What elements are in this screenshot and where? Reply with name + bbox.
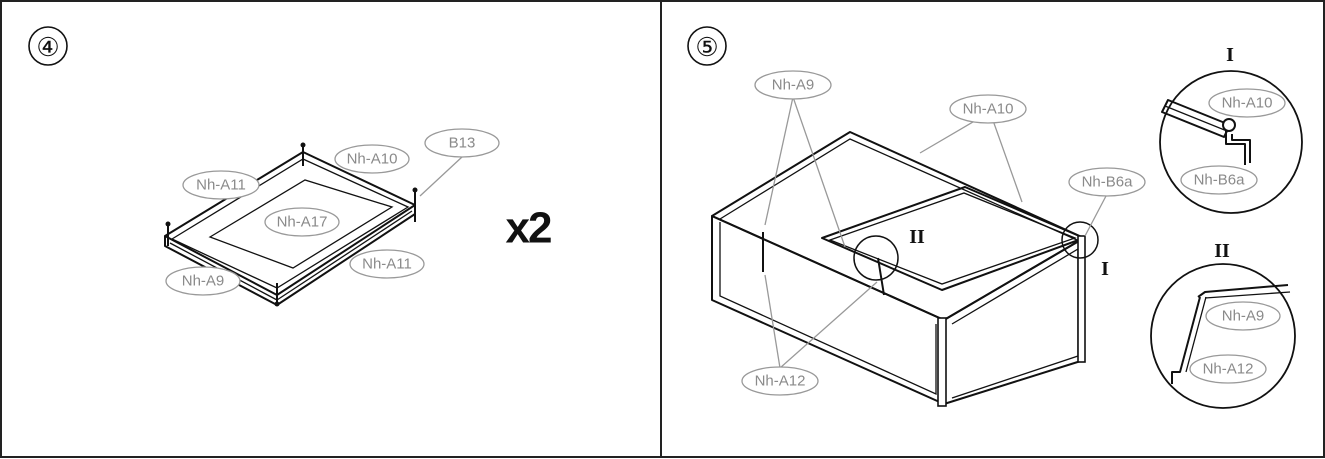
svg-text:Nh-A11: Nh-A11 — [196, 177, 246, 194]
detail-i-bracket — [1225, 131, 1246, 165]
opened-lid-inner — [828, 192, 1077, 285]
detail-i-hinge — [1222, 118, 1236, 132]
bolt-head — [274, 301, 280, 307]
svg-text:Nh-A10: Nh-A10 — [347, 151, 398, 168]
detail-ii-support-arm — [1171, 296, 1201, 384]
callout-nh-b6a: Nh-B6a — [1068, 167, 1146, 197]
detail-i: I Nh-A10 Nh-B6a — [1159, 44, 1303, 214]
svg-text:Nh-A17: Nh-A17 — [277, 214, 328, 231]
svg-text:Nh-B6a: Nh-B6a — [1082, 174, 1134, 191]
quantity-multiplier: x2 — [506, 204, 551, 253]
callout-nh-a9: Nh-A9 — [754, 70, 832, 100]
bolt-head — [165, 221, 171, 227]
bolt-head — [300, 142, 306, 148]
detail-i-bracket-2 — [1231, 134, 1251, 163]
support-arm — [877, 257, 885, 296]
detail-ii-lid-inner — [1204, 291, 1291, 299]
detail-ii-title: II — [1214, 240, 1230, 262]
svg-text:Nh-A11: Nh-A11 — [362, 256, 412, 273]
svg-text:Nh-A10: Nh-A10 — [963, 101, 1014, 118]
svg-text:Nh-A9: Nh-A9 — [772, 77, 815, 94]
detail-ii-lid-edge — [1197, 284, 1289, 298]
leader-b13 — [419, 156, 463, 197]
step-4-number: ④ — [36, 32, 59, 62]
detail-marker-i — [1061, 221, 1099, 259]
detail-i-callout-nh-a10: Nh-A10 — [1208, 88, 1286, 118]
detail-ref-ii: II — [909, 226, 925, 248]
rail-detail-right — [276, 210, 413, 301]
svg-text:Nh-A12: Nh-A12 — [1203, 361, 1254, 378]
callout-nh-a9: Nh-A9 — [165, 266, 241, 296]
box-side-inner — [951, 247, 1079, 399]
corner-post — [1077, 235, 1086, 363]
svg-text:Nh-B6a: Nh-B6a — [1194, 172, 1246, 189]
cold-frame-assembly — [711, 131, 1099, 407]
callout-nh-a11-bottom: Nh-A11 — [349, 249, 425, 279]
corner-post — [937, 317, 947, 407]
svg-text:Nh-A9: Nh-A9 — [1222, 308, 1265, 325]
leader-nh-a12 — [764, 274, 878, 370]
svg-text:B13: B13 — [449, 135, 476, 152]
callout-nh-a11-top: Nh-A11 — [182, 170, 260, 200]
callout-nh-a10: Nh-A10 — [949, 94, 1027, 124]
step-5-number: ⑤ — [695, 32, 718, 62]
callout-nh-a12: Nh-A12 — [741, 366, 819, 396]
panel-step-4: ④ — [28, 26, 553, 307]
bolt-markers — [165, 142, 418, 307]
leader-nh-b6a — [1084, 195, 1107, 237]
detail-i-title: I — [1226, 44, 1234, 66]
detail-ii: II Nh-A9 Nh-A12 — [1150, 240, 1296, 409]
detail-ii-callout-nh-a12: Nh-A12 — [1189, 354, 1267, 384]
svg-text:Nh-A12: Nh-A12 — [755, 373, 806, 390]
glass-panel — [208, 179, 394, 269]
roof-inner-edge — [719, 138, 1078, 241]
callout-nh-a10: Nh-A10 — [334, 144, 410, 174]
svg-text:Nh-A10: Nh-A10 — [1222, 95, 1273, 112]
detail-i-rail-line — [1164, 105, 1228, 132]
panel-step-5-frame — [660, 0, 1325, 458]
leader-nh-a9 — [764, 94, 846, 248]
detail-ii-support-inner — [1185, 296, 1207, 373]
callout-nh-a17: Nh-A17 — [264, 207, 340, 237]
detail-marker-ii — [853, 235, 899, 281]
detail-ref-i: I — [1101, 258, 1109, 280]
step-5-circle — [687, 26, 727, 66]
bolt-head — [412, 187, 418, 193]
detail-ii-callout-nh-a9: Nh-A9 — [1205, 301, 1281, 331]
step-4-circle — [28, 26, 68, 66]
detail-i-callout-nh-b6a: Nh-B6a — [1180, 165, 1258, 195]
callout-b13: B13 — [424, 128, 500, 158]
box-front-inner — [719, 222, 937, 396]
panel-step-5: ⑤ II I — [687, 26, 1303, 409]
svg-text:Nh-A9: Nh-A9 — [182, 273, 225, 290]
